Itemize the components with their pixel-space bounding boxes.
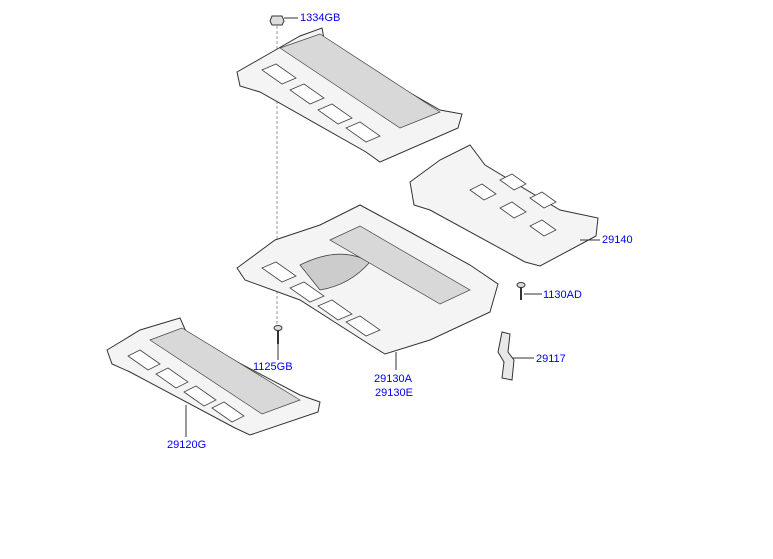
part-label-1130ad[interactable]: 1130AD xyxy=(543,289,582,301)
part-label-29140[interactable]: 29140 xyxy=(602,234,633,246)
part-label-29117[interactable]: 29117 xyxy=(536,353,566,365)
nut-1334gb[interactable] xyxy=(269,15,285,26)
center-cover-panel[interactable] xyxy=(236,204,499,355)
front-cover-panel[interactable] xyxy=(106,317,321,436)
leader-lines xyxy=(185,17,600,437)
part-label-1334gb[interactable]: 1334GB xyxy=(300,12,341,24)
part-label-29120g[interactable]: 29120G xyxy=(167,439,207,451)
bracket-part[interactable] xyxy=(497,331,515,381)
rear-cover-panel[interactable] xyxy=(409,144,599,267)
bolt-1125gb[interactable] xyxy=(273,325,283,345)
top-cover-panel[interactable] xyxy=(236,27,463,163)
bolt-1130ad[interactable] xyxy=(516,282,526,301)
part-label-29130a[interactable]: 29130A xyxy=(374,373,412,385)
part-label-1125gb[interactable]: 1125GB xyxy=(253,361,293,373)
part-label-29130e[interactable]: 29130E xyxy=(375,387,413,399)
